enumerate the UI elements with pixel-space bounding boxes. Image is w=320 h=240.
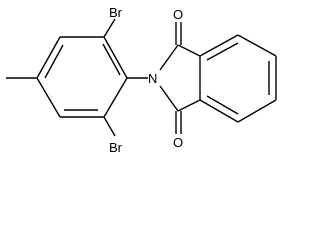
bond (159, 44, 179, 71)
bond (36, 36, 61, 79)
double-bond-inner (102, 43, 121, 76)
bond (103, 77, 128, 118)
bond (103, 36, 128, 79)
benzo-ring (199, 34, 277, 123)
bond (36, 77, 61, 118)
carbonyl-bottom (175, 111, 182, 134)
atom-label-br-bottom: Br (109, 140, 123, 155)
aryl-ring (36, 36, 128, 118)
c-br-bond-bottom (103, 116, 116, 137)
double-bond-inner (206, 42, 239, 61)
atom-label-o-bottom: O (173, 135, 183, 150)
bond (237, 99, 277, 123)
bond (177, 99, 201, 112)
structure-canvas: Br Br N O O (6, 5, 277, 155)
c-br-bond-top (103, 18, 116, 38)
atom-label-br-top: Br (109, 5, 123, 20)
bond (237, 34, 277, 57)
imide-ring (159, 44, 201, 112)
bond (199, 99, 239, 123)
double-bond-inner (44, 44, 64, 79)
molecule-structure: Br Br N O O (6, 5, 277, 155)
atom-label-n: N (148, 71, 157, 86)
double-bond-inner (206, 95, 239, 115)
atom-label-o-top: O (173, 7, 183, 22)
bond (159, 85, 179, 112)
carbonyl-top (175, 22, 182, 45)
bond (199, 34, 239, 57)
bond (177, 44, 201, 57)
